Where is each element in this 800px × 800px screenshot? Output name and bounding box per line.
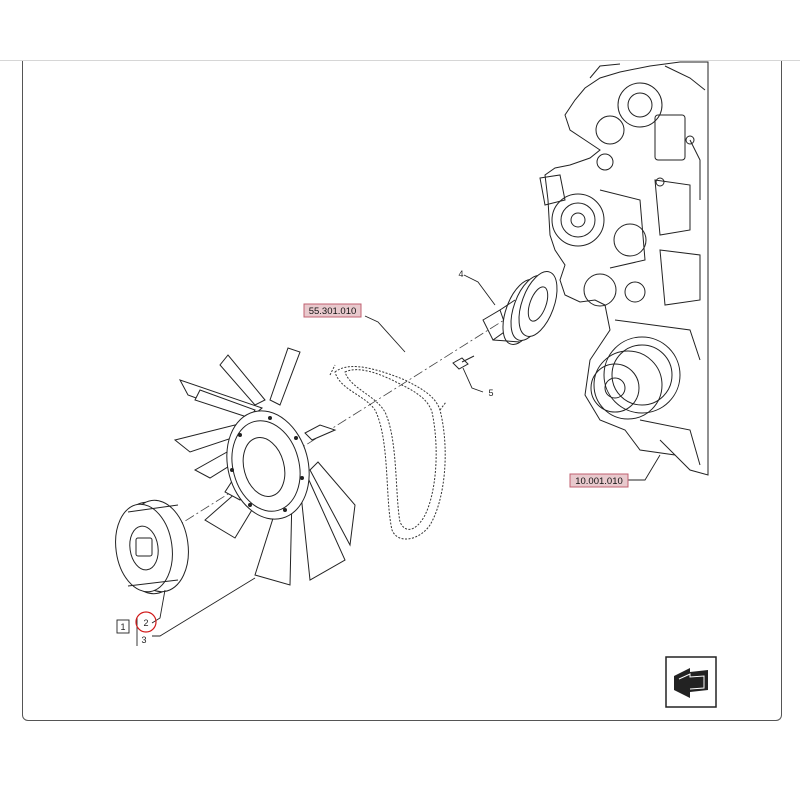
cooling-fan [173,347,356,586]
callout-3: 3 [141,635,146,645]
callout-1: 1 [120,622,125,632]
callout-5: 5 [488,388,493,398]
ref-box-engine-frame [569,473,629,488]
drive-belt [329,364,447,540]
ref-box-engine[interactable]: 10.001.010 [569,473,629,488]
callout-1-box [116,619,130,634]
top-divider [0,60,800,61]
diagram-panel [22,61,782,721]
ref-label-engine: 10.001.010 [575,476,623,487]
fan-bolt-holes [230,416,304,512]
callout-2: 2 [143,618,148,628]
engine-block [539,61,709,476]
ref-box-belt[interactable]: 55.301.010 [303,303,362,318]
highlight-circle [135,611,157,633]
callout-4: 4 [458,269,463,279]
fan-spacer-pulley [115,499,189,595]
water-pump-pulley [482,271,558,345]
ref-box-belt-frame [303,303,362,318]
ref-label-belt: 55.301.010 [309,306,357,317]
return-arrow-icon[interactable] [665,656,717,708]
bolt [452,355,475,370]
